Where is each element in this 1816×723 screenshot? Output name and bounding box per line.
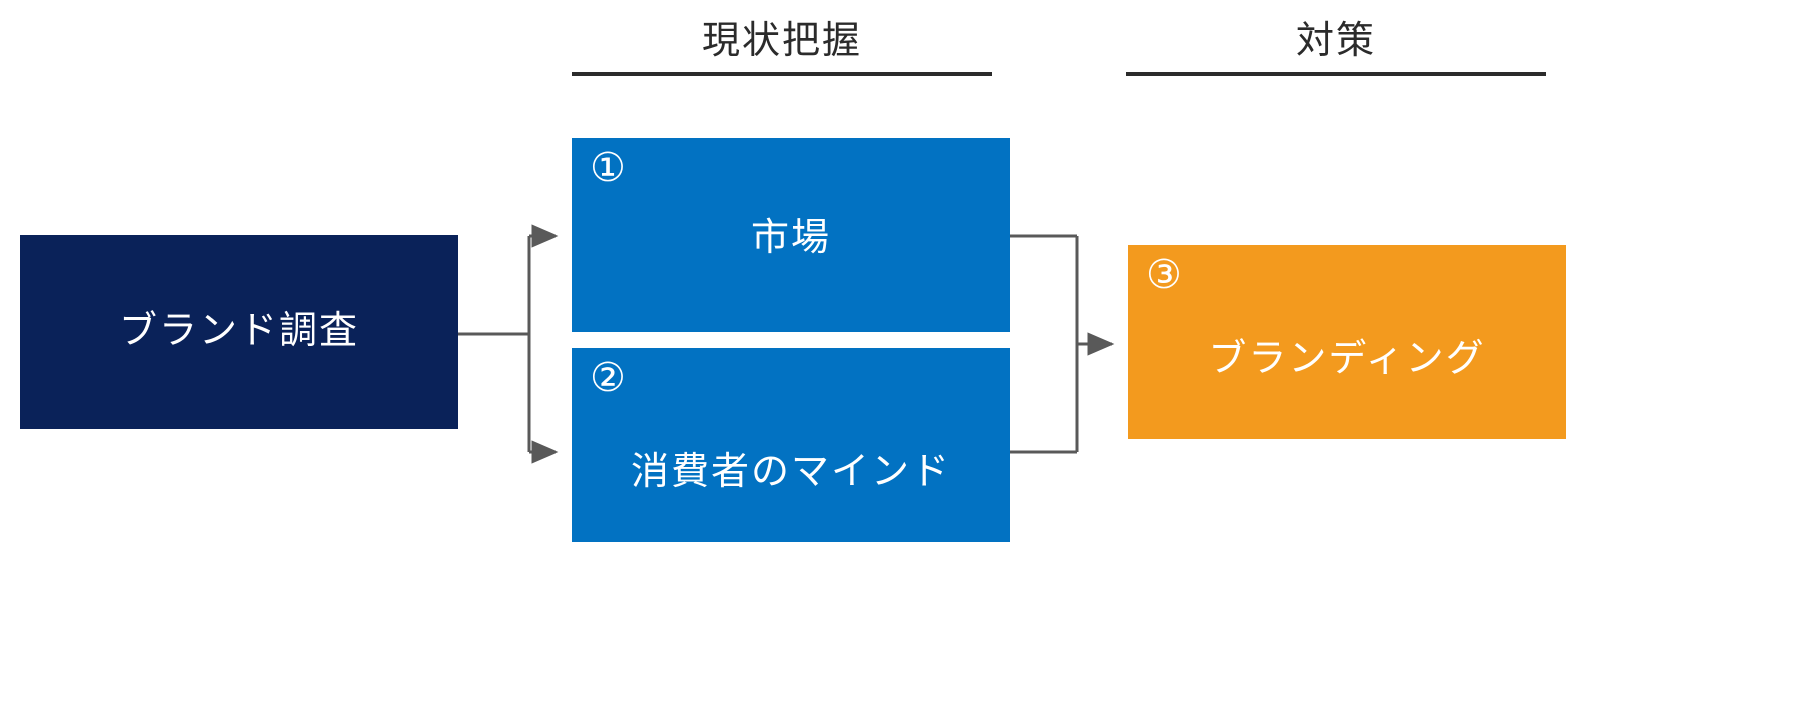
circled-number-3-icon: ③ xyxy=(1146,252,1182,298)
circled-number-2-icon: ② xyxy=(590,355,626,401)
section-header-taisaku: 対策 xyxy=(1126,20,1546,76)
node-market[interactable]: ① 市場 xyxy=(572,138,1010,332)
node-consumer-mind[interactable]: ② 消費者のマインド xyxy=(572,348,1010,542)
section-header-genjou-haaku: 現状把握 xyxy=(572,20,992,76)
node-label: 消費者のマインド xyxy=(630,451,951,494)
node-label: 市場 xyxy=(750,217,831,260)
section-header-underline xyxy=(1126,71,1546,76)
circled-number-1-icon: ① xyxy=(590,145,626,191)
node-label: ブランディング xyxy=(1208,338,1486,381)
section-header-underline xyxy=(572,71,992,76)
node-branding[interactable]: ③ ブランディング xyxy=(1128,245,1566,439)
section-header-label: 対策 xyxy=(1295,20,1376,62)
section-header-label: 現状把握 xyxy=(701,20,862,62)
node-label: ブランド調査 xyxy=(118,310,359,353)
node-brand-research[interactable]: ブランド調査 xyxy=(20,235,458,429)
